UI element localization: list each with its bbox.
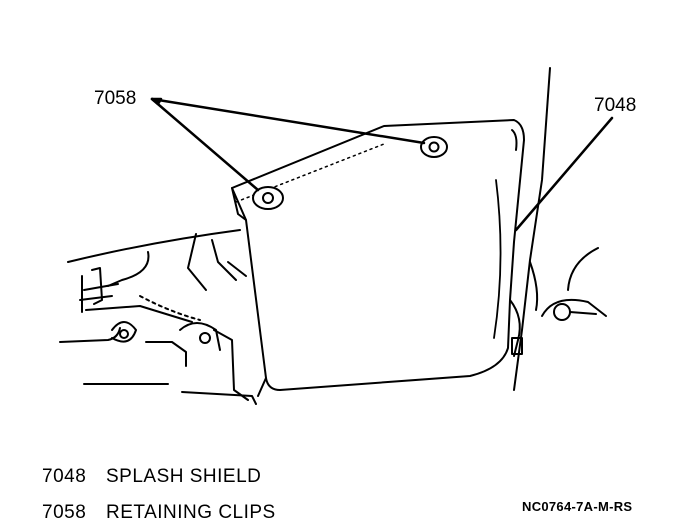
legend-code: 7058 xyxy=(42,502,87,523)
legend-row: 7048 SPLASH SHIELD xyxy=(42,466,261,488)
wheel-well xyxy=(509,67,607,391)
callout-7048: 7048 xyxy=(594,95,636,116)
vehicle-structure xyxy=(59,229,257,405)
retaining-clip-1 xyxy=(252,186,284,210)
figure-id: NC0764-7A-M-RS xyxy=(522,499,633,514)
leader-lines xyxy=(150,97,614,232)
legend-description: SPLASH SHIELD xyxy=(106,466,262,487)
callout-7058: 7058 xyxy=(94,88,136,109)
legend-code: 7048 xyxy=(42,466,87,487)
splash-shield xyxy=(231,119,525,397)
legend-description: RETAINING CLIPS xyxy=(106,502,276,523)
retaining-clip-2 xyxy=(420,136,448,158)
legend-row: 7058 RETAINING CLIPS xyxy=(42,502,276,524)
